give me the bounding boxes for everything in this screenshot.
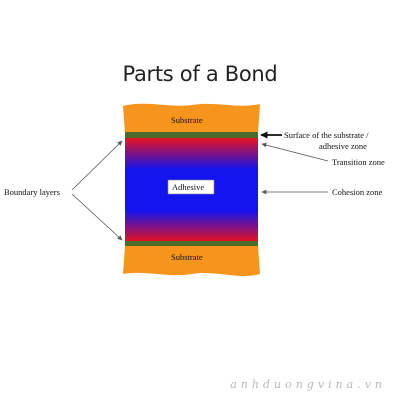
adhesive-label-box — [167, 179, 215, 195]
boundary-layers-label: Boundary layers — [4, 187, 60, 197]
bottom-substrate-label: Substrate — [171, 252, 203, 262]
bottom-interface-band — [125, 241, 258, 247]
top-interface-band — [125, 132, 258, 138]
cohesion-zone-label: Cohesion zone — [332, 187, 383, 197]
boundary-layer-arrow-bottom — [71, 193, 123, 241]
adhesive-label: Adhesive — [172, 182, 205, 192]
surface-zone-label-line2: adhesive zone — [319, 141, 367, 151]
watermark: anhduongvina.vn — [230, 378, 386, 391]
surface-zone-label-line1: Surface of the substrate / — [284, 130, 369, 140]
top-substrate-label: Substrate — [171, 115, 203, 125]
transition-zone-arrow — [261, 142, 329, 162]
bottom-substrate — [123, 246, 260, 276]
diagram-title: Parts of a Bond — [122, 62, 278, 86]
top-substrate — [123, 103, 260, 133]
boundary-layer-arrow-top — [71, 140, 123, 191]
transition-zone-label: Transition zone — [332, 157, 385, 167]
